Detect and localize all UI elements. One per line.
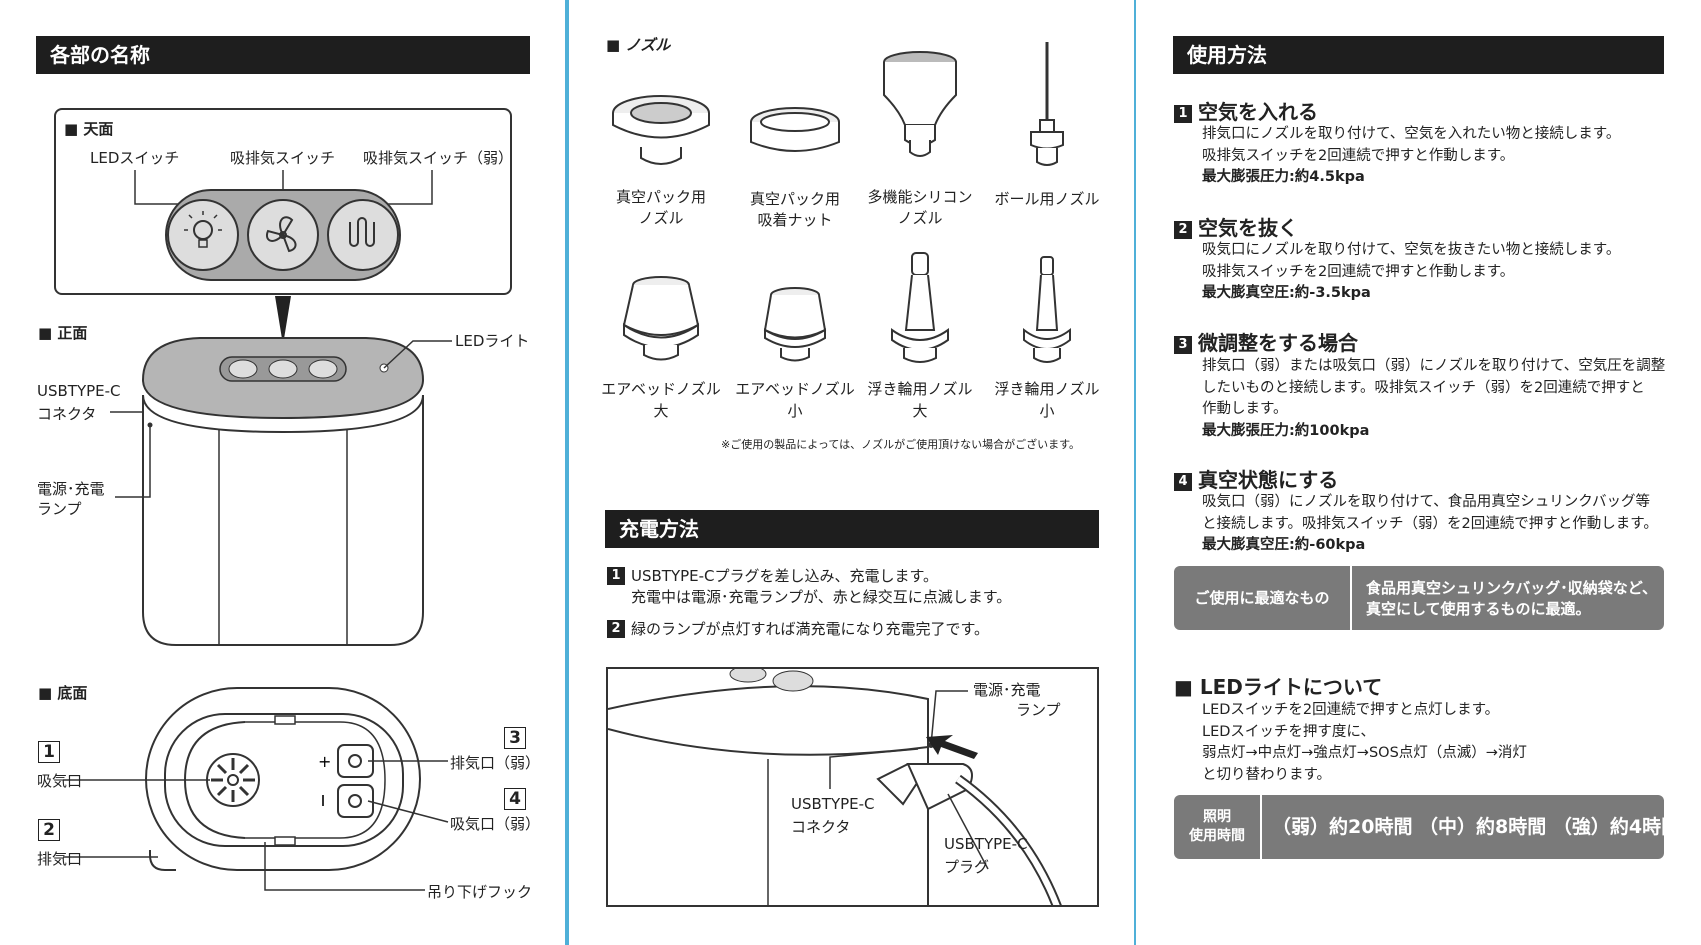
nozzle-illustrations: [612, 42, 1071, 363]
hook-label: 吊り下げフック: [427, 883, 533, 901]
diagram-plug-label-2: プラグ: [944, 858, 990, 876]
exhaust-weak-label: 排気口（弱）: [450, 754, 541, 772]
usage-step-3-body: 排気口（弱）または吸気口（弱）にノズルを取り付けて、空気圧を調整 したいものと接…: [1202, 356, 1665, 442]
usage-step-3-spec: 最大膨張圧力:約100kpa: [1202, 422, 1370, 439]
nozzle-2-label-2: 吸着ナット: [757, 211, 833, 229]
svg-text:+: +: [318, 752, 331, 771]
front-view-label: ■ 正面: [38, 324, 88, 342]
usage-step-2-body: 吸気口にノズルを取り付けて、空気を抜きたい物と接続します。 吸排気スイッチを2回…: [1202, 240, 1620, 305]
parts-title: 各部の名称: [36, 36, 530, 74]
intake-weak-label: 吸気口（弱）: [450, 815, 541, 833]
nozzle-8-label-2: 小: [1039, 402, 1055, 420]
nozzle-3-label-1: 多機能シリコン: [867, 188, 973, 206]
top-view-label: ■ 天面: [64, 120, 114, 138]
bottom-view-label: ■ 底面: [38, 684, 88, 702]
port-number-1: 1: [38, 741, 60, 763]
led-section-body: LEDスイッチを2回連続で押すと点灯します。 LEDスイッチを押す度に、 弱点灯…: [1202, 702, 1527, 783]
usage-step-1-body: 排気口にノズルを取り付けて、空気を入れたい物と接続します。 吸排気スイッチを2回…: [1202, 124, 1620, 189]
air-switch-weak-label: 吸排気スイッチ（弱）: [363, 149, 514, 167]
charging-illustration: [608, 669, 1062, 905]
diagram-connector-label-2: コネクタ: [791, 818, 851, 836]
port-number-3: 3: [504, 727, 526, 749]
step-number: 2: [607, 620, 625, 638]
exhaust-label: 排気口: [37, 850, 83, 868]
usb-connector-label-1: USBTYPE-C: [37, 382, 121, 400]
nozzle-1-label-1: 真空パック用: [615, 188, 706, 206]
nozzle-6-label-2: 小: [787, 402, 803, 420]
diagram-lamp-label-2: ランプ: [1016, 701, 1061, 719]
step-number: 4: [1174, 473, 1192, 491]
step-number: 3: [1174, 336, 1192, 354]
nozzle-5-label-2: 大: [653, 402, 669, 420]
led-switch-label: LEDスイッチ: [90, 149, 180, 167]
usage-step-2-spec: 最大膨真空圧:約-3.5kpa: [1202, 285, 1371, 301]
charging-diagram: 電源･充電 ランプ USBTYPE-C コネクタ USBTYPE-C プラグ: [606, 667, 1099, 907]
power-lamp-label-1: 電源･充電: [37, 480, 105, 498]
parts-diagram: +: [63, 170, 452, 891]
air-switch-label: 吸排気スイッチ: [230, 149, 336, 167]
diagram-plug-label-1: USBTYPE-C: [944, 835, 1028, 853]
nozzle-6-label-1: エアベッドノズル: [735, 380, 855, 398]
usage-step-1-spec: 最大膨張圧力:約4.5kpa: [1202, 169, 1365, 185]
lighting-time-text: （弱）約20時間 （中）約8時間 （強）約4時間: [1272, 816, 1681, 838]
diagram-connector-label-1: USBTYPE-C: [791, 795, 875, 813]
recommend-label: ご使用に最適なもの: [1174, 566, 1352, 630]
charging-title: 充電方法: [605, 510, 1099, 548]
nozzle-charging-panel: ■ ノズル: [567, 0, 1134, 945]
step-number: 2: [1174, 221, 1192, 239]
led-section-title: ■ LEDライトについて: [1174, 675, 1383, 699]
nozzle-7-label-2: 大: [912, 402, 928, 420]
port-number-4: 4: [504, 788, 526, 810]
nozzle-note: ※ご使用の製品によっては、ノズルがご使用頂けない場合がございます。: [721, 438, 1081, 451]
lighting-time-label: 照明 使用時間: [1174, 795, 1262, 859]
power-lamp-label-2: ランプ: [37, 500, 82, 518]
nozzle-3-label-2: ノズル: [897, 209, 943, 227]
diagram-lamp-label-1: 電源･充電: [973, 681, 1041, 699]
nozzle-8-label-1: 浮き輪用ノズル: [994, 380, 1100, 398]
top-view-box: [54, 108, 512, 295]
recommend-text: 食品用真空シュリンクバッグ･収納袋など、 真空にして使用するものに最適。: [1366, 579, 1658, 618]
intake-label: 吸気口: [37, 772, 83, 790]
recommend-box: ご使用に最適なもの 食品用真空シュリンクバッグ･収納袋など、 真空にして使用する…: [1174, 566, 1664, 630]
nozzle-7-label-1: 浮き輪用ノズル: [867, 380, 973, 398]
nozzle-1-label-2: ノズル: [638, 209, 684, 227]
step-number: 1: [1174, 105, 1192, 123]
nozzle-5-label-1: エアベッドノズル: [601, 380, 721, 398]
lighting-time-box: 照明 使用時間 （弱）約20時間 （中）約8時間 （強）約4時間: [1174, 795, 1680, 859]
usage-title: 使用方法: [1173, 36, 1664, 74]
step-number: 1: [607, 567, 625, 585]
nozzle-4-label: ボール用ノズル: [994, 190, 1100, 208]
port-number-2: 2: [38, 819, 60, 841]
parts-panel: 各部の名称 ■ 天面 LEDスイッチ 吸排気スイッチ 吸排気スイッチ（弱）: [0, 0, 567, 945]
nozzle-2-label-1: 真空パック用: [749, 190, 840, 208]
usb-connector-label-2: コネクタ: [37, 405, 97, 423]
charging-step-1-line-2: 充電中は電源･充電ランプが、赤と緑交互に点滅します。: [631, 588, 1012, 606]
led-light-label: LEDライト: [455, 332, 530, 350]
usage-step-4-spec: 最大膨真空圧:約-60kpa: [1202, 537, 1366, 553]
usage-step-4-body: 吸気口（弱）にノズルを取り付けて、食品用真空シュリンクバッグ等 と接続します。吸…: [1202, 492, 1658, 557]
nozzle-title: ■ ノズル: [606, 36, 671, 54]
